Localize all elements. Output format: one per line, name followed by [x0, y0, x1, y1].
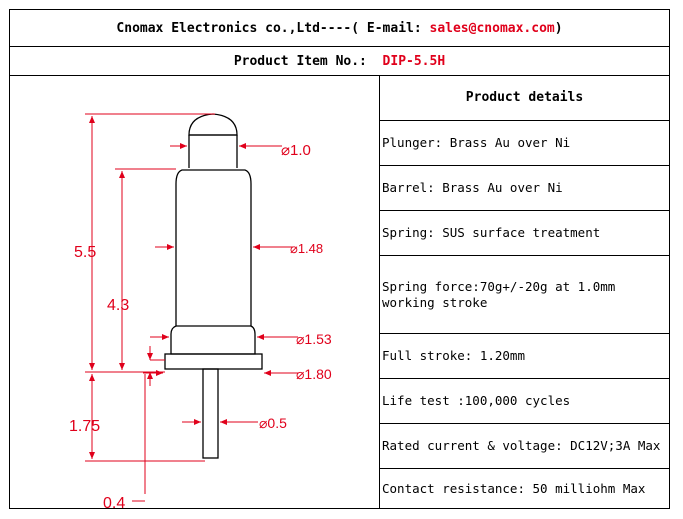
- dia-plunger: ⌀1.0: [281, 142, 311, 159]
- plunger-tip: [188, 113, 238, 136]
- dia-barrel: ⌀1.48: [290, 241, 323, 256]
- pogo-pin-drawing: 5.5 4.3 1.75 0.4 ⌀1.0 ⌀1.48 ⌀1.53 ⌀1.80 …: [69, 113, 332, 512]
- pin-outline: [164, 113, 263, 459]
- detail-rated: Rated current & voltage: DC12V;3A Max: [380, 424, 669, 469]
- detail-spring-force: Spring force:70g+/-20g at 1.0mm working …: [380, 256, 669, 334]
- tail: [202, 368, 219, 459]
- dia-tail: ⌀0.5: [259, 415, 287, 431]
- dim-collar: 0.4: [103, 495, 125, 508]
- email-separator: ----( E-mail:: [319, 20, 422, 36]
- collar: [164, 353, 263, 370]
- barrel-body: [170, 169, 256, 355]
- company-name: Cnomax Electronics co.,Ltd: [116, 20, 320, 36]
- spring-force-line-2: working stroke: [382, 294, 488, 310]
- email-link[interactable]: sales@cnomax.com: [429, 20, 555, 36]
- dim-barrel-length: 4.3: [107, 297, 129, 314]
- product-details-table: Product details Plunger: Brass Au over N…: [380, 76, 669, 508]
- dia-barrel-lower: ⌀1.53: [296, 331, 332, 347]
- dim-total-length: 5.5: [74, 244, 96, 261]
- item-label: Product Item No.:: [233, 53, 367, 69]
- detail-plunger: Plunger: Brass Au over Ni: [380, 121, 669, 166]
- dim-tail-length: 1.75: [69, 418, 100, 435]
- plunger-body: [188, 135, 238, 168]
- dimension-labels: 5.5 4.3 1.75 0.4 ⌀1.0 ⌀1.48 ⌀1.53 ⌀1.80 …: [69, 142, 332, 512]
- item-number: DIP-5.5H: [382, 53, 446, 69]
- details-title: Product details: [380, 76, 669, 121]
- item-row: Product Item No.: DIP-5.5H: [10, 47, 669, 76]
- spring-force-line-1: Spring force:70g+/-20g at 1.0mm: [382, 278, 616, 294]
- detail-full-stroke: Full stroke: 1.20mm: [380, 334, 669, 379]
- dia-collar: ⌀1.80: [296, 366, 332, 382]
- detail-barrel: Barrel: Brass Au over Ni: [380, 166, 669, 211]
- technical-drawing: 5.5 4.3 1.75 0.4 ⌀1.0 ⌀1.48 ⌀1.53 ⌀1.80 …: [10, 76, 380, 512]
- header-row: Cnomax Electronics co.,Ltd ----( E-mail:…: [10, 10, 669, 47]
- dimension-lines: [85, 113, 298, 502]
- detail-life-test: Life test :100,000 cycles: [380, 379, 669, 424]
- spec-sheet: Cnomax Electronics co.,Ltd ----( E-mail:…: [9, 9, 670, 512]
- header-close: ): [554, 20, 563, 36]
- detail-spring: Spring: SUS surface treatment: [380, 211, 669, 256]
- detail-contact: Contact resistance: 50 milliohm Max: [382, 480, 646, 496]
